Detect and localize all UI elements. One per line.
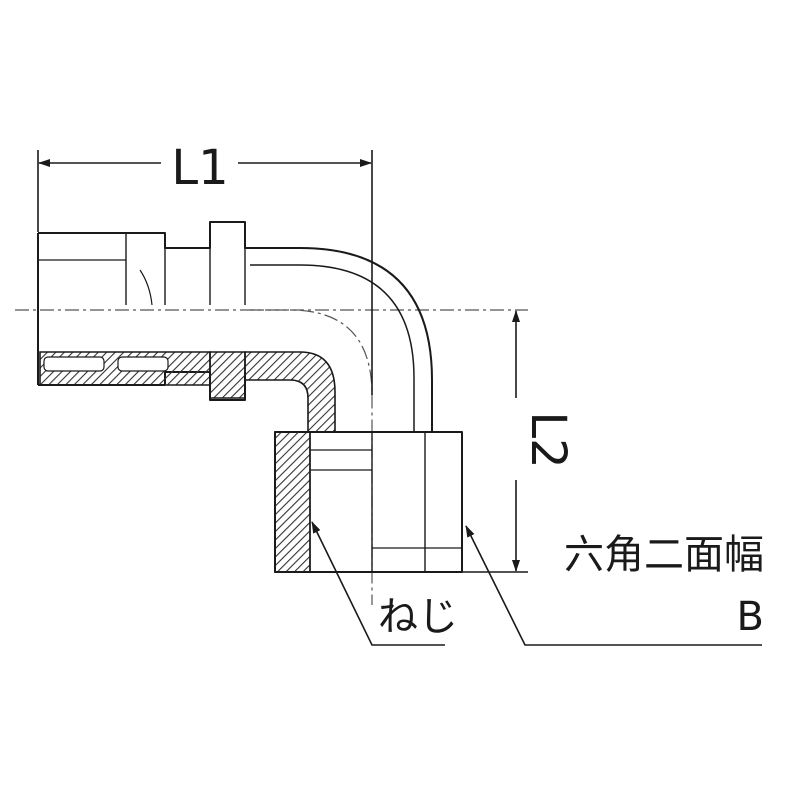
collar-section bbox=[209, 351, 246, 399]
dimension-l1 bbox=[37, 150, 373, 395]
nut-wall-section bbox=[274, 431, 311, 573]
thread-leader bbox=[311, 521, 445, 646]
elbow-wall-section bbox=[244, 351, 336, 433]
thread-label: ねじ bbox=[378, 594, 458, 640]
left-socket-outline-top bbox=[38, 221, 250, 249]
left-socket-curve bbox=[139, 269, 153, 306]
hex-width-leader bbox=[465, 525, 762, 646]
elbow-centerline bbox=[250, 309, 373, 605]
dimension-label-l1: L1 bbox=[171, 140, 228, 196]
retainer-groove bbox=[117, 356, 169, 372]
o-ring-groove bbox=[43, 356, 105, 372]
dimension-l2 bbox=[462, 310, 528, 573]
leaders bbox=[311, 521, 762, 646]
elbow-inner-sweep bbox=[250, 264, 415, 432]
dimension-label-l2: L2 bbox=[520, 411, 576, 468]
o-ring-detail bbox=[43, 356, 169, 372]
section-hatching bbox=[39, 351, 336, 573]
center-lines bbox=[15, 309, 528, 605]
hex-width-symbol: B bbox=[737, 594, 764, 640]
elbow-outer-sweep bbox=[250, 247, 433, 432]
hex-width-label: 六角二面幅 bbox=[564, 532, 764, 578]
fitting-body bbox=[37, 221, 463, 573]
